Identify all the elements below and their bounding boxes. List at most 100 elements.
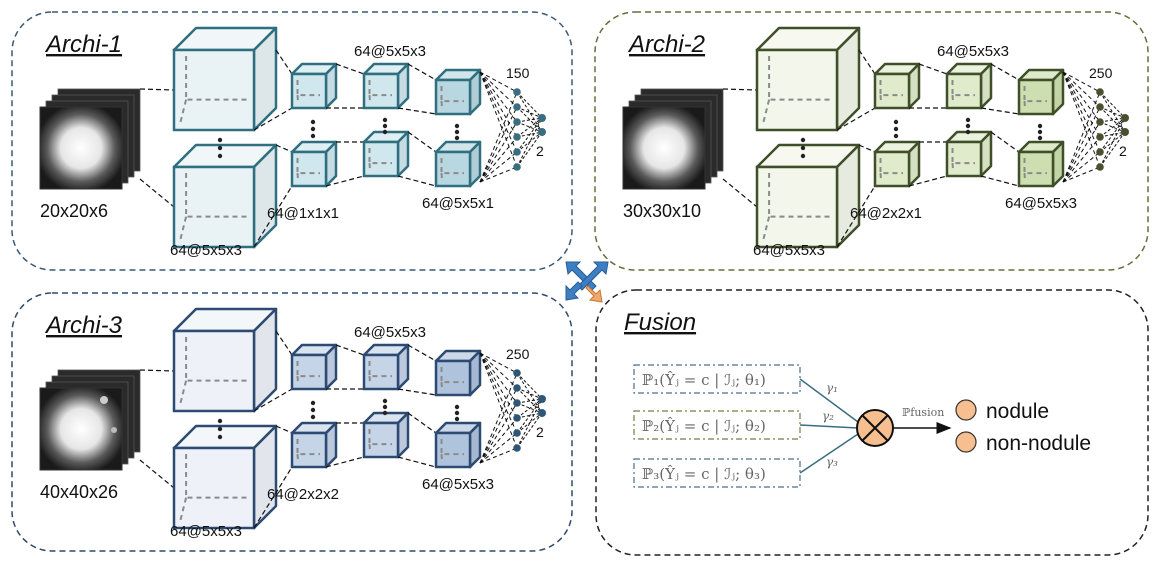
connection-line (325, 456, 365, 468)
connection-line (397, 456, 437, 468)
panel-border (11, 11, 573, 271)
ellipsis-dot (454, 416, 460, 422)
fc-connection (1099, 117, 1126, 123)
output-size-label: 2 (536, 424, 544, 440)
prob-label-1: ℙ₁(Ŷⱼ = c | ℐⱼ; θ₁) (642, 371, 766, 389)
input-volume (622, 88, 724, 190)
conv2-cube-top (290, 343, 338, 391)
prob-label-2: ℙ₂(Ŷⱼ = c | ℐⱼ; θ₂) (642, 417, 766, 435)
output-node (538, 395, 546, 403)
fc-connection (516, 372, 543, 400)
layer4-label: 64@5x5x3 (1005, 195, 1077, 212)
output-node (538, 128, 546, 136)
fc-node (1096, 88, 1104, 96)
fc-node (513, 369, 521, 377)
fc-connection (479, 91, 518, 183)
fc-connection (516, 412, 543, 449)
panel-title: Archi-1 (44, 31, 122, 58)
connection-line (908, 175, 948, 187)
fc-node (513, 384, 521, 392)
fc-connection (1099, 91, 1126, 133)
non-nodule-dot (955, 431, 977, 453)
conv1-cube-top (172, 26, 278, 132)
ellipsis-dot (454, 129, 460, 135)
fc-connection (1062, 71, 1101, 153)
fc-connection (1099, 117, 1126, 168)
connection-line (275, 144, 293, 153)
ellipsis-dot (800, 137, 806, 143)
connection-line (275, 49, 293, 75)
layer3-label-top: 64@5x5x3 (354, 43, 426, 60)
fc-node (513, 163, 521, 171)
connection-line (335, 63, 365, 75)
output-node (1121, 128, 1129, 136)
ellipsis-dot (382, 117, 388, 123)
conv3-cube-top (945, 62, 993, 110)
speckle (100, 396, 108, 404)
fc-size-label: 250 (1089, 65, 1113, 81)
layer3-label-top: 64@5x5x3 (354, 324, 426, 341)
fc-connection (479, 417, 518, 464)
conv1-cube-bottom (172, 424, 278, 530)
fc-node (1096, 133, 1104, 141)
connection-line (407, 131, 437, 153)
connection-line (722, 178, 758, 208)
ellipsis-dot (454, 404, 460, 410)
fc-connection (1062, 71, 1101, 138)
input-image (39, 387, 123, 471)
class-nodule: nodule (986, 400, 1049, 423)
connection-line (397, 107, 437, 115)
fc-connection (516, 121, 543, 133)
fc-connection (479, 136, 518, 183)
ellipsis-dot (382, 129, 388, 135)
fc-connection (516, 398, 543, 434)
connection-line (990, 131, 1020, 153)
conv4-cube-top (434, 68, 482, 116)
output-node (538, 409, 546, 417)
prob-label-3: ℙ₃(Ŷⱼ = c | ℐⱼ; θ₃) (642, 465, 766, 483)
input-size-label: 30x30x10 (623, 201, 701, 221)
fc-connection (516, 91, 543, 133)
fc-connection (1062, 121, 1101, 183)
fc-connection (1062, 136, 1101, 183)
archi-panel-2: Archi-230x30x1064@5x5x364@2x2x164@5x5x36… (594, 11, 1149, 271)
fc-node (513, 444, 521, 452)
fc-connection (479, 352, 518, 389)
archi-panel-1: Archi-120x20x664@5x5x364@1x1x164@5x5x364… (11, 11, 573, 271)
fusion-line-1 (799, 378, 859, 423)
layer1-label: 64@5x5x3 (170, 242, 242, 259)
fc-connection (1062, 151, 1101, 183)
conv2-cube-top (290, 62, 338, 110)
ellipsis-dot (310, 400, 316, 406)
panel-border (594, 11, 1149, 271)
connection-line (253, 388, 293, 412)
fc-connection (516, 117, 543, 168)
connection-line (407, 63, 437, 81)
fc-connection (479, 151, 518, 183)
ellipsis-dot (310, 414, 316, 420)
ellipsis-dot (800, 145, 806, 151)
ellipsis-dot (217, 153, 223, 159)
connection-line (980, 175, 1020, 187)
fc-connection (479, 71, 518, 168)
conv4-cube-bottom (434, 140, 482, 188)
connection-line (325, 175, 365, 187)
fc-connection (516, 372, 543, 414)
fc-connection (1099, 117, 1126, 138)
input-image (39, 106, 123, 190)
archi-panel-3: Archi-340x40x2664@5x5x364@2x2x264@5x5x36… (11, 292, 573, 552)
ellipsis-dot (1037, 129, 1043, 135)
input-size-label: 20x20x6 (40, 201, 108, 221)
fc-connection (1099, 91, 1126, 119)
conv3-cube-bottom (945, 130, 993, 178)
fc-connection (1099, 106, 1126, 119)
ellipsis-dot (965, 123, 971, 129)
ellipsis-dot (310, 119, 316, 125)
ellipsis-dot (217, 418, 223, 424)
conv4-cube-bottom (434, 421, 482, 469)
panel-title: Archi-3 (44, 312, 123, 339)
layer2-label: 64@1x1x1 (267, 205, 339, 222)
fc-connection (1062, 71, 1101, 123)
fc-node (1096, 103, 1104, 111)
fc-connection (479, 432, 518, 464)
